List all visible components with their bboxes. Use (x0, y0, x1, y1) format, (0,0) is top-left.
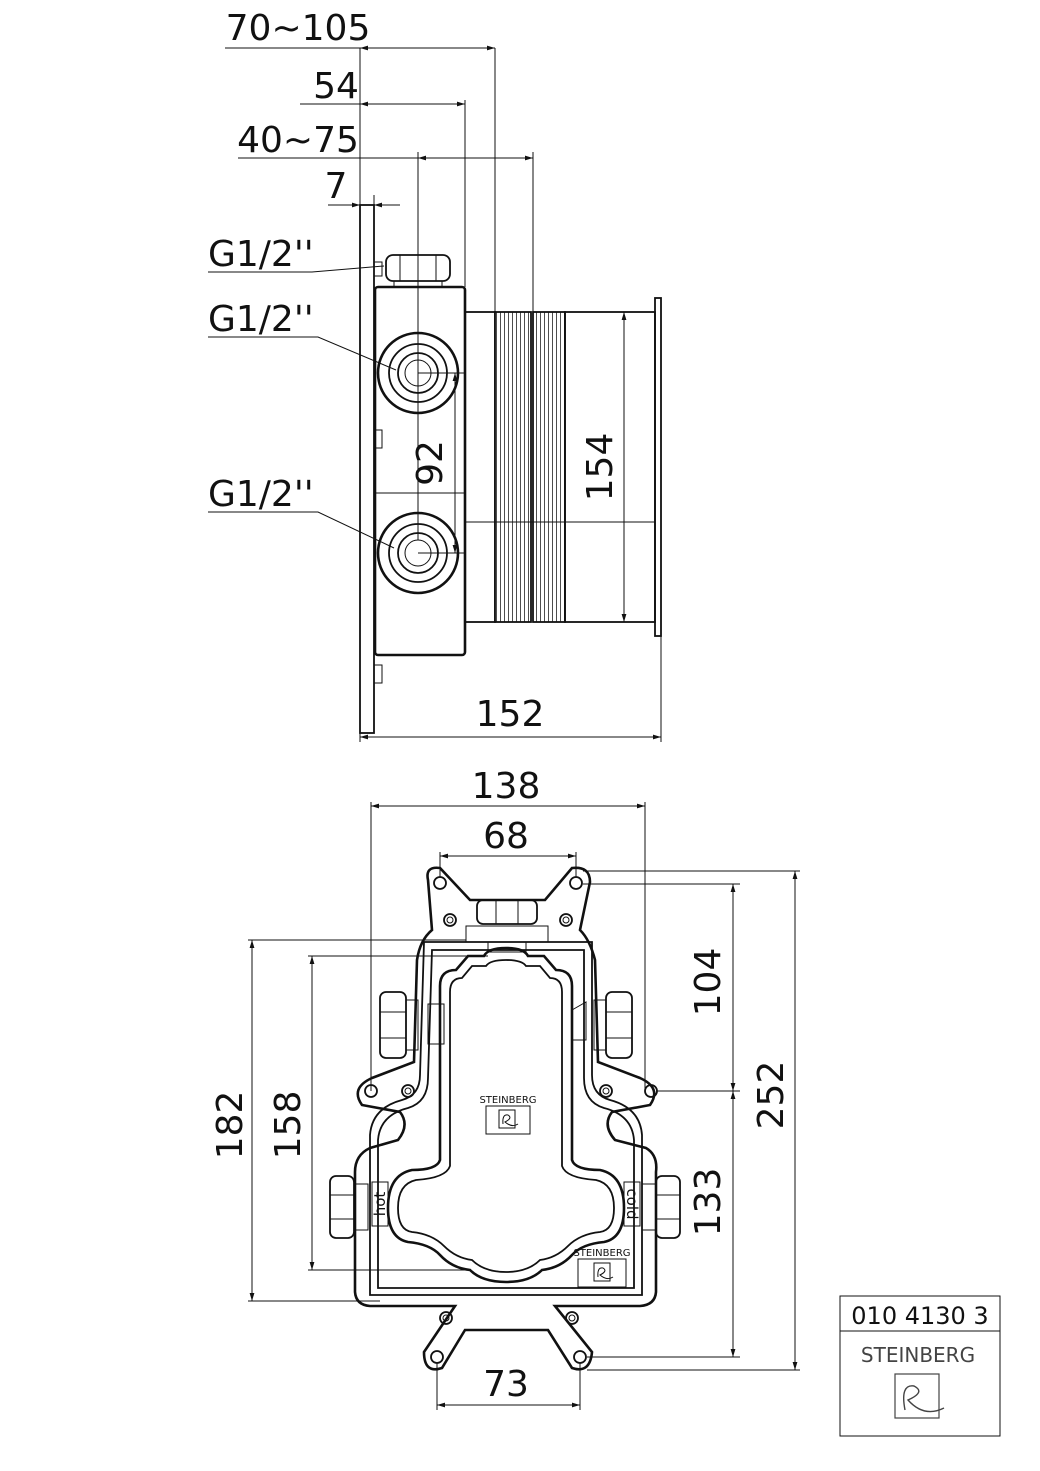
brand-logo-icon (894, 1373, 945, 1419)
article-number: 010 4130 3 (851, 1302, 988, 1330)
brand-badge-upper-text: STEINBERG (479, 1095, 536, 1106)
left-upper-nut (379, 991, 445, 1059)
thread-label-upper: G1/2'' (208, 299, 314, 340)
dim-152: 152 (476, 694, 545, 735)
title-block: 010 4130 3 STEINBERG (839, 1295, 1001, 1437)
side-view: 70~105 54 40~75 7 92 154 152 G1/2'' G1/2… (208, 8, 662, 742)
thread-label-top: G1/2'' (208, 234, 314, 275)
dim-70-105: 70~105 (226, 8, 371, 49)
dim-40-75: 40~75 (237, 120, 359, 161)
thread-label-lower: G1/2'' (208, 474, 314, 515)
threaded-sleeve (494, 311, 532, 623)
dim-73: 73 (483, 1364, 529, 1405)
front-top-nut (465, 899, 549, 953)
dim-104: 104 (688, 948, 729, 1017)
brand-badge-lower-text: STEINBERG (573, 1248, 630, 1259)
label-cold: cold (623, 1188, 641, 1219)
hot-side-nut (329, 1175, 369, 1239)
dim-133: 133 (688, 1168, 729, 1237)
mounting-holes (364, 876, 658, 1364)
dim-68: 68 (483, 816, 529, 857)
dim-252: 252 (751, 1061, 792, 1130)
label-hot: hot (371, 1192, 389, 1217)
dim-154: 154 (580, 433, 621, 502)
cover-flange (654, 297, 662, 637)
dim-7: 7 (325, 166, 348, 207)
brand-badge-lower: STEINBERG (573, 1248, 631, 1288)
front-view: hot cold STEINBERG STEINBERG (210, 766, 800, 1410)
brand-badge-upper: STEINBERG (479, 1095, 537, 1135)
mounting-frame (353, 866, 658, 1371)
mounting-plate (359, 204, 375, 734)
dim-138: 138 (472, 766, 541, 807)
cold-side-nut (641, 1175, 681, 1239)
dim-92: 92 (410, 440, 451, 486)
dim-182: 182 (210, 1091, 251, 1160)
dim-54: 54 (313, 66, 359, 107)
right-upper-nut (571, 991, 633, 1059)
brand-name: STEINBERG (861, 1343, 975, 1367)
dim-158: 158 (268, 1091, 309, 1160)
inner-cavity (386, 946, 626, 1284)
